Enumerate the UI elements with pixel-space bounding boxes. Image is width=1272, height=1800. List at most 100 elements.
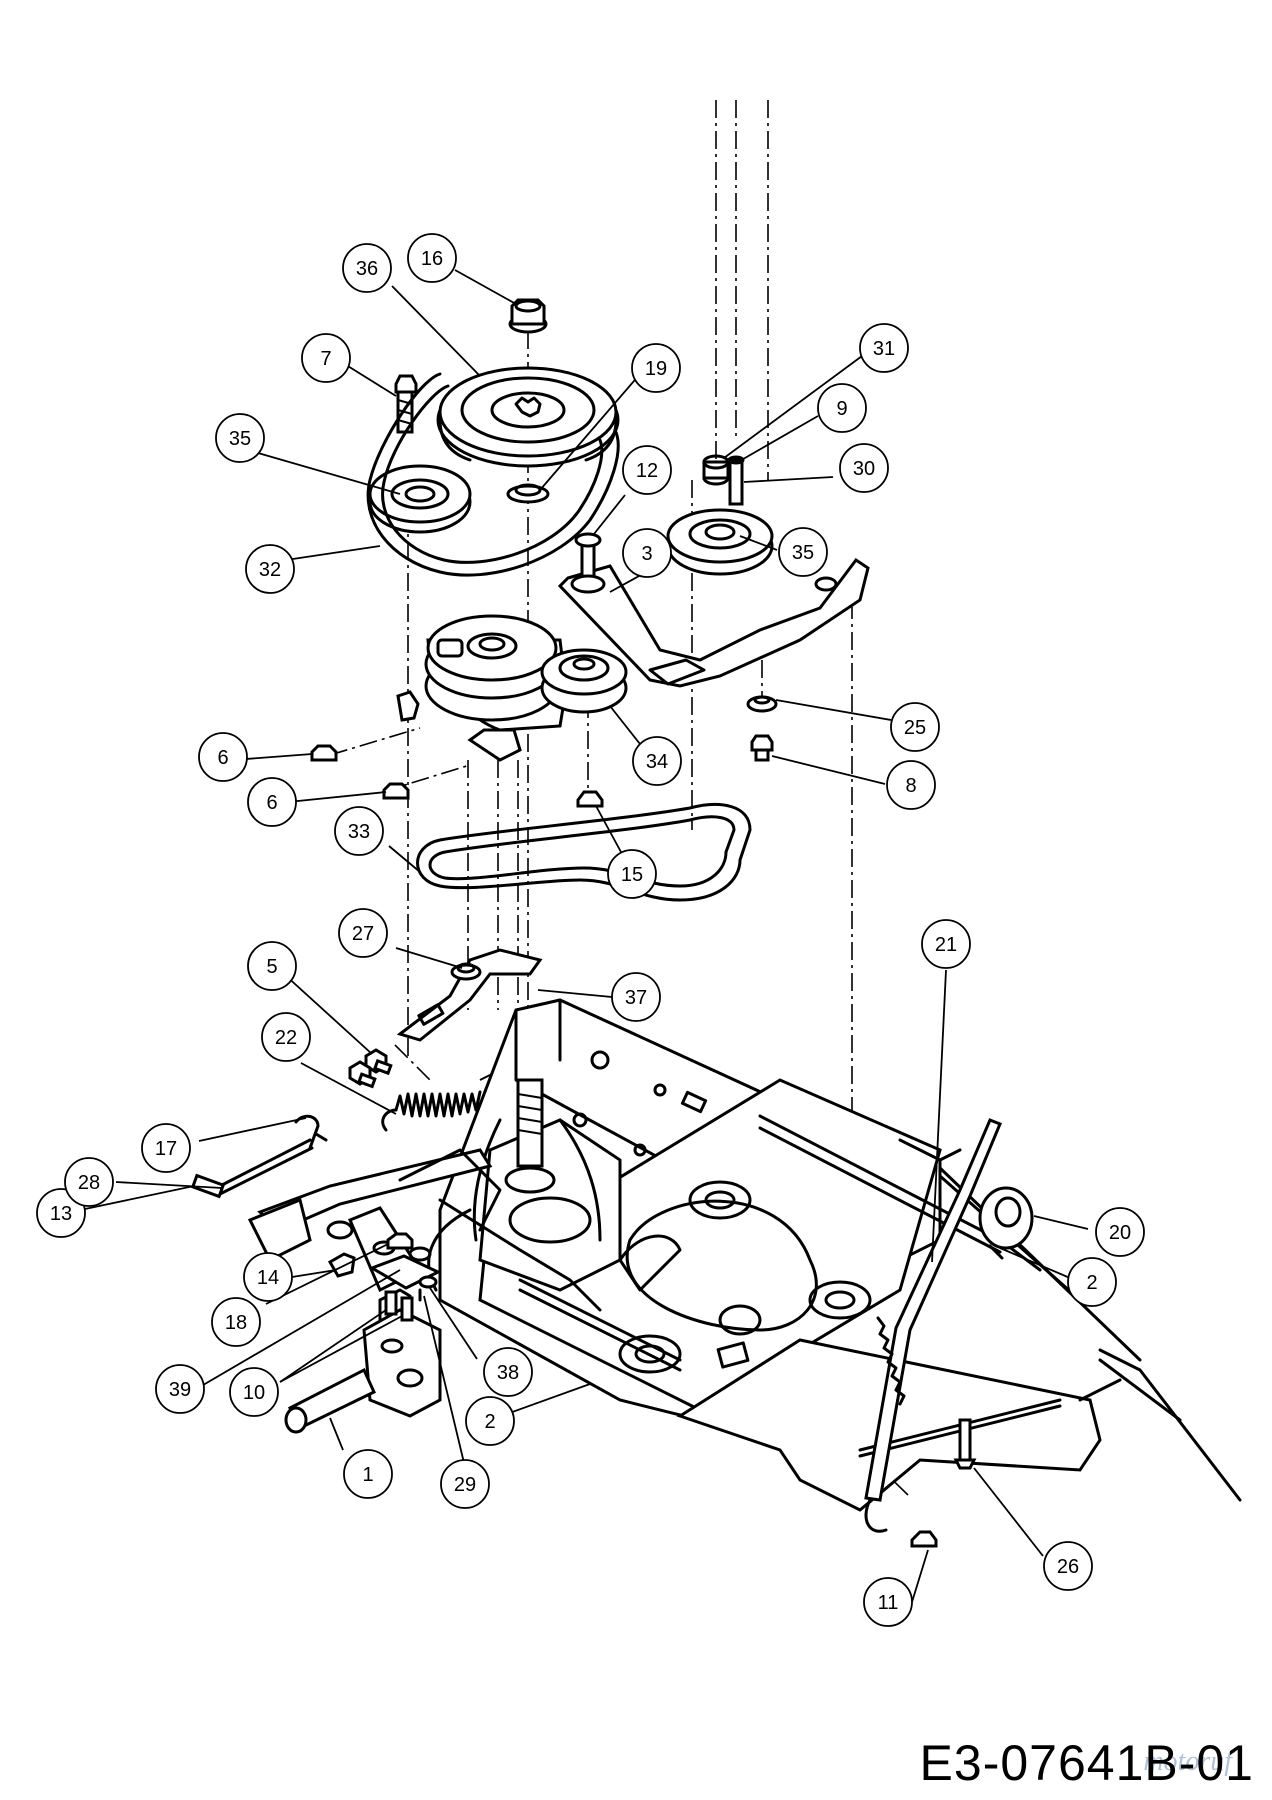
svg-text:26: 26 [1057, 1556, 1079, 1578]
callout-18: 18 [211, 1297, 261, 1347]
nut-6-upper [310, 744, 338, 762]
callout-32: 32 [245, 544, 295, 594]
idler-pulley-34 [540, 648, 628, 714]
shift-lever-21 [864, 1118, 1002, 1533]
flange-nut-16 [508, 298, 548, 334]
svg-text:3: 3 [641, 543, 652, 565]
nut-15 [576, 790, 604, 808]
callout-22: 22 [261, 1012, 311, 1062]
svg-text:10: 10 [243, 1382, 265, 1404]
nut-18 [386, 1232, 414, 1250]
svg-text:18: 18 [225, 1312, 247, 1334]
callout-35-left: 35 [215, 413, 265, 463]
callout-27: 27 [338, 908, 388, 958]
callout-2-lever: 2 [1067, 1257, 1117, 1307]
callout-6-lower: 6 [247, 777, 297, 827]
idler-arm-3 [557, 557, 870, 688]
callout-38: 38 [483, 1347, 533, 1397]
callouts: 1 2 2 3 5 6 6 7 8 9 10 11 12 13 14 15 16… [36, 233, 1145, 1627]
bolt-5 [364, 1048, 393, 1076]
svg-text:30: 30 [853, 458, 875, 480]
bolt-27 [450, 962, 482, 981]
callout-14: 14 [243, 1252, 293, 1302]
shaft-1 [284, 1367, 376, 1434]
callout-9: 9 [817, 383, 867, 433]
svg-text:9: 9 [836, 398, 847, 420]
nut-11 [910, 1530, 938, 1548]
svg-text:11: 11 [878, 1592, 899, 1614]
svg-text:34: 34 [646, 751, 668, 773]
svg-text:21: 21 [935, 934, 957, 956]
drawing-code: E3-07641B-01 [919, 1735, 1254, 1791]
belt-33 [416, 803, 752, 902]
svg-text:8: 8 [905, 775, 916, 797]
bolt-7 [394, 374, 418, 434]
callout-15: 15 [607, 849, 657, 899]
callout-39: 39 [155, 1364, 205, 1414]
callout-2-frame: 2 [465, 1396, 515, 1446]
svg-text:38: 38 [497, 1362, 519, 1384]
svg-text:5: 5 [266, 956, 277, 978]
svg-text:17: 17 [155, 1138, 177, 1160]
svg-text:39: 39 [169, 1379, 191, 1401]
callout-25: 25 [890, 702, 940, 752]
callout-16: 16 [407, 233, 457, 283]
svg-text:1: 1 [362, 1464, 373, 1486]
callout-6-upper: 6 [198, 732, 248, 782]
knob-20 [978, 1186, 1034, 1260]
svg-text:12: 12 [636, 460, 658, 482]
svg-text:27: 27 [352, 923, 374, 945]
svg-text:7: 7 [320, 348, 331, 370]
callout-5: 5 [247, 941, 297, 991]
callout-7: 7 [301, 333, 351, 383]
callout-36: 36 [342, 243, 392, 293]
nut-25 [746, 695, 778, 713]
callout-20: 20 [1095, 1207, 1145, 1257]
spacer-31 [702, 454, 730, 486]
drive-pulley-36 [436, 366, 620, 468]
svg-text:6: 6 [266, 792, 277, 814]
nut-6-lower [382, 782, 410, 800]
svg-text:35: 35 [229, 428, 251, 450]
idler-pulley-35-right [666, 508, 774, 576]
bolt-14 [327, 1252, 356, 1278]
callout-34: 34 [632, 736, 682, 786]
svg-text:20: 20 [1109, 1222, 1131, 1244]
belt-32 [366, 372, 620, 577]
svg-text:22: 22 [275, 1027, 297, 1049]
pin-30 [727, 455, 745, 506]
svg-text:31: 31 [873, 338, 895, 360]
hub-19 [506, 483, 550, 504]
callout-30: 30 [839, 443, 889, 493]
callout-17: 17 [141, 1123, 191, 1173]
clutch-assembly [396, 614, 568, 762]
svg-text:14: 14 [257, 1267, 279, 1289]
callout-21: 21 [921, 919, 971, 969]
svg-text:15: 15 [621, 864, 643, 886]
callout-19: 19 [631, 343, 681, 393]
callout-37: 37 [611, 972, 661, 1022]
spring-right [876, 1316, 906, 1406]
callout-26: 26 [1043, 1541, 1093, 1591]
svg-text:36: 36 [356, 258, 378, 280]
callout-28: 28 [64, 1157, 114, 1207]
callout-3: 3 [622, 528, 672, 578]
rod-28 [218, 1138, 314, 1196]
pin-13 [190, 1173, 226, 1199]
callout-8: 8 [886, 760, 936, 810]
callout-35-right: 35 [778, 527, 828, 577]
watermark: motoruf [1143, 1746, 1232, 1777]
bolt-22 [348, 1060, 377, 1089]
svg-text:28: 28 [78, 1172, 100, 1194]
callout-33: 33 [334, 806, 384, 856]
svg-text:16: 16 [421, 248, 443, 270]
bolts-10 [384, 1290, 414, 1322]
callout-11: 11 [863, 1577, 913, 1627]
svg-text:25: 25 [904, 717, 926, 739]
svg-text:29: 29 [454, 1474, 476, 1496]
svg-text:19: 19 [645, 358, 667, 380]
svg-text:32: 32 [259, 559, 281, 581]
callout-12: 12 [622, 445, 672, 495]
svg-text:13: 13 [50, 1203, 72, 1225]
callout-10: 10 [229, 1367, 279, 1417]
